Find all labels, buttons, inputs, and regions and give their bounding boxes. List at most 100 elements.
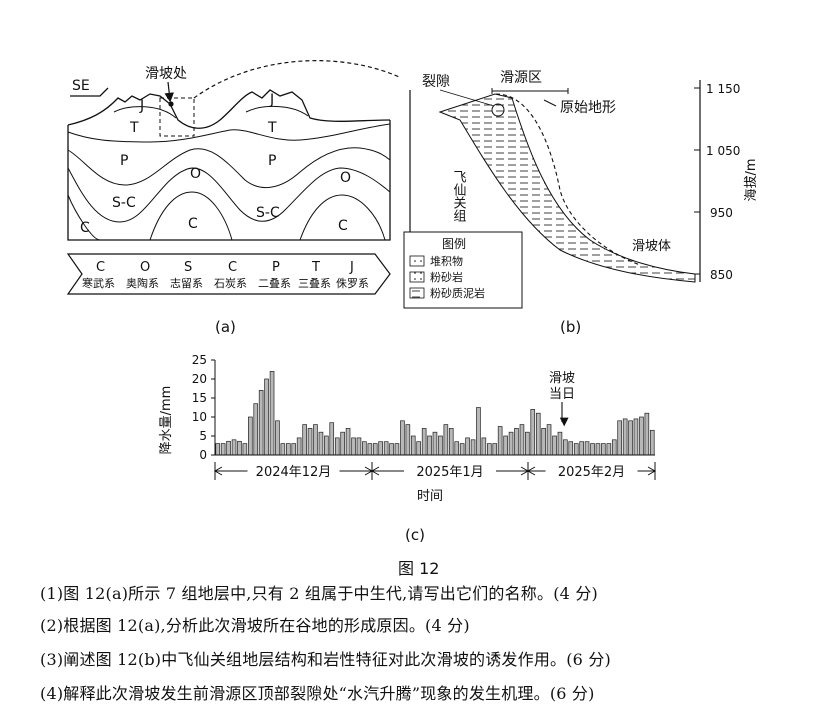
precip-bar xyxy=(378,441,383,456)
slide-pointer-arrow xyxy=(164,81,174,103)
precip-bar xyxy=(563,439,568,456)
legend-item: 粉砂岩 xyxy=(430,270,463,284)
precip-bar xyxy=(253,403,259,456)
precip-bar xyxy=(622,418,628,456)
precip-bar xyxy=(248,416,253,456)
caption-b: (b) xyxy=(560,318,582,336)
legend-title: 图例 xyxy=(442,237,466,251)
strata-name: 志留系 xyxy=(170,277,203,290)
precip-bar xyxy=(470,439,476,456)
precip-bar xyxy=(606,443,612,456)
layer-label: J xyxy=(269,92,274,108)
figure-b: 裂隙 滑源区 原始地形 飞仙关组 滑坡体 图例 堆积物 粉砂岩 粉砂质泥岩 1 … xyxy=(403,69,759,309)
precip-bar xyxy=(487,443,492,456)
precip-bar xyxy=(649,429,655,456)
boundary-t-p xyxy=(67,123,391,143)
precip-bar xyxy=(644,412,650,456)
precip-bar xyxy=(231,439,237,456)
precip-bar xyxy=(318,431,324,456)
y-tick-label: 5 xyxy=(199,429,207,443)
strata-name: 石炭系 xyxy=(214,277,247,290)
y-tick-label: 10 xyxy=(192,410,207,424)
strata-order-arrow xyxy=(66,253,391,295)
layer-label: J xyxy=(139,98,144,114)
strata-code: C xyxy=(96,260,105,275)
slide-day-annotation: 滑坡 xyxy=(549,371,575,386)
precip-bar xyxy=(497,426,503,456)
month-label: 2025年1月 xyxy=(416,465,483,480)
precip-bar xyxy=(519,424,525,456)
y-tick-label: 15 xyxy=(192,391,207,405)
layer-label: S-C xyxy=(112,195,136,211)
precip-bar xyxy=(448,428,454,456)
precip-bar xyxy=(351,437,356,456)
precip-bar xyxy=(220,443,226,456)
elevation-axis-label: 海拔/m xyxy=(744,158,759,201)
precip-bar xyxy=(269,371,275,456)
precip-bar xyxy=(291,443,297,456)
precip-bar xyxy=(313,424,318,456)
strata-name: 侏罗系 xyxy=(336,277,369,290)
precip-bar xyxy=(546,424,552,456)
crack-marker xyxy=(491,103,505,117)
precip-bar xyxy=(427,435,432,456)
direction-arrow-icon xyxy=(70,87,109,97)
precip-bar xyxy=(307,428,313,456)
precip-bar xyxy=(459,443,465,456)
slide-zone-box xyxy=(159,97,195,137)
figure-a: SE 滑坡处 J T P S-C C J T P S-C O O C C C O… xyxy=(66,60,400,295)
boundary-c-core-right xyxy=(299,194,386,241)
precip-bar xyxy=(356,437,362,456)
precip-bar xyxy=(372,443,378,456)
precip-bar xyxy=(286,443,291,456)
precip-bar xyxy=(400,420,405,456)
direction-label: SE xyxy=(72,78,90,94)
boundary-j-t-right xyxy=(245,105,309,117)
month-label: 2024年12月 xyxy=(256,465,332,480)
layer-label: P xyxy=(120,153,128,169)
precip-bar xyxy=(438,435,443,456)
strata-name: 二叠系 xyxy=(258,277,291,290)
figure-title: 图 12 xyxy=(398,559,440,578)
precip-bar xyxy=(421,428,427,456)
precip-bar xyxy=(345,428,351,456)
slope-strata-area xyxy=(438,93,696,283)
slide-body-label: 滑坡体 xyxy=(632,239,671,254)
legend-item: 堆积物 xyxy=(430,254,463,268)
crack-pointer xyxy=(439,89,495,107)
precip-bar xyxy=(275,420,280,456)
layer-label: O xyxy=(190,166,201,182)
precip-bar xyxy=(595,443,601,456)
legend-item: 粉砂质泥岩 xyxy=(430,286,485,300)
precip-bar xyxy=(405,424,411,456)
precip-bar xyxy=(296,437,302,456)
boundary-sc-o xyxy=(67,167,391,223)
precip-bar xyxy=(579,441,584,456)
month-label: 2025年2月 xyxy=(558,465,625,480)
precip-bar xyxy=(557,431,563,456)
precip-bar xyxy=(628,420,633,456)
y-axis-label: 降水量/mm xyxy=(159,386,174,455)
precip-bar xyxy=(362,441,367,456)
boundary-j-t-left xyxy=(113,106,177,119)
strata-code: C xyxy=(228,260,237,275)
layer-label: C xyxy=(80,220,90,236)
strata-code: O xyxy=(140,260,150,275)
strata-code: T xyxy=(311,260,320,275)
y-tick-label: 0 xyxy=(199,448,207,462)
precip-bar xyxy=(443,424,449,456)
precip-bar xyxy=(416,441,421,456)
precip-bar xyxy=(324,435,329,456)
source-zone-bracket xyxy=(491,88,569,94)
precip-bar xyxy=(525,431,530,456)
y-tick-label: 20 xyxy=(192,372,207,386)
layer-label: T xyxy=(267,120,277,136)
precip-bar xyxy=(302,424,307,456)
precip-bar xyxy=(340,431,345,456)
precip-bar xyxy=(481,437,487,456)
precip-bar xyxy=(573,443,579,456)
precip-bar xyxy=(410,435,416,456)
precip-bar xyxy=(389,443,394,456)
precip-bar xyxy=(617,420,622,456)
